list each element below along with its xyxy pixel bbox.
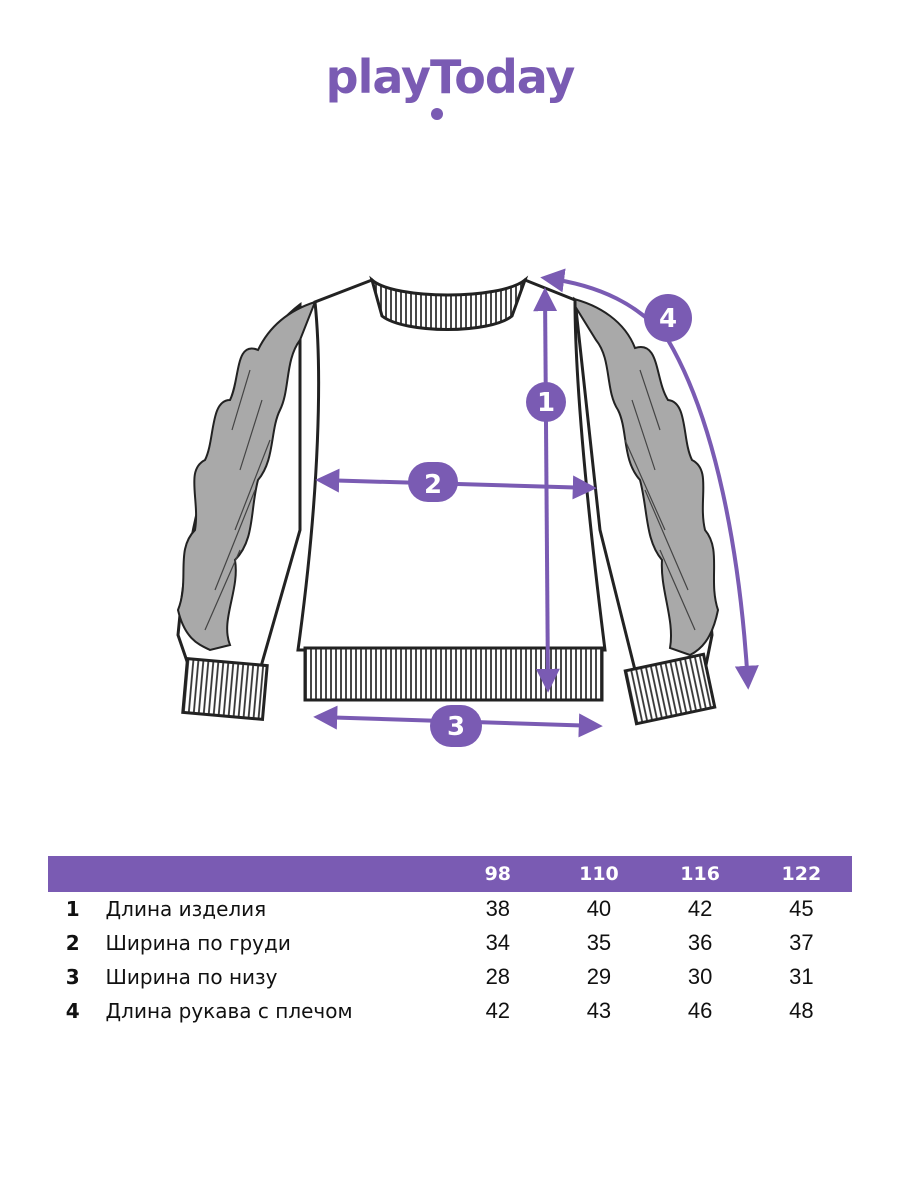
row-value: 31 xyxy=(789,964,814,989)
row-value: 45 xyxy=(789,896,814,921)
marker-4: 4 xyxy=(644,294,692,342)
marker-3: 3 xyxy=(430,705,482,747)
row-value: 38 xyxy=(485,896,511,921)
row-value: 43 xyxy=(586,998,612,1023)
brand-logo-dot xyxy=(431,108,443,120)
row-index: 1 xyxy=(65,897,80,921)
marker-1: 1 xyxy=(526,382,566,422)
sweatshirt-body xyxy=(296,275,607,702)
row-value: 36 xyxy=(687,930,713,955)
brand-logo-text: playToday xyxy=(325,50,576,104)
row-label: Ширина по груди xyxy=(105,931,291,955)
left-sleeve xyxy=(176,300,317,722)
row-value: 46 xyxy=(687,998,713,1023)
row-value: 29 xyxy=(586,964,612,989)
row-value: 37 xyxy=(789,930,814,955)
header-blank-index xyxy=(48,856,98,892)
row-value: 42 xyxy=(687,896,713,921)
size-header: 122 xyxy=(750,856,852,892)
size-header: 116 xyxy=(649,856,751,892)
marker-2: 2 xyxy=(408,462,458,502)
row-value: 28 xyxy=(485,964,511,989)
row-index: 2 xyxy=(65,931,80,955)
brand-logo: playToday xyxy=(0,50,900,104)
table-row: 2 Ширина по груди 34 35 36 37 xyxy=(48,926,852,960)
row-value: 40 xyxy=(586,896,612,921)
row-value: 42 xyxy=(485,998,511,1023)
size-chart-table: 98 110 116 122 1 Длина изделия 38 40 42 … xyxy=(48,856,852,1028)
header-blank-label xyxy=(97,856,448,892)
marker-3-label: 3 xyxy=(447,712,465,742)
table-row: 4 Длина рукава с плечом 42 43 46 48 xyxy=(48,994,852,1028)
row-index: 4 xyxy=(65,999,80,1023)
sweatshirt-diagram: 1 2 3 4 xyxy=(176,268,759,747)
row-value: 30 xyxy=(687,964,713,989)
marker-4-label: 4 xyxy=(659,304,677,334)
row-value: 35 xyxy=(586,930,612,955)
table-row: 1 Длина изделия 38 40 42 45 xyxy=(48,892,852,926)
size-header-row: 98 110 116 122 xyxy=(48,856,852,892)
marker-1-label: 1 xyxy=(537,388,555,418)
table-row: 3 Ширина по низу 28 29 30 31 xyxy=(48,960,852,994)
size-header: 98 xyxy=(447,856,549,892)
row-label: Длина изделия xyxy=(105,897,267,921)
row-index: 3 xyxy=(65,965,80,989)
row-label: Длина рукава с плечом xyxy=(105,999,353,1023)
row-label: Ширина по низу xyxy=(105,965,278,989)
row-value: 48 xyxy=(789,998,814,1023)
size-header: 110 xyxy=(548,856,650,892)
marker-2-label: 2 xyxy=(424,470,442,500)
row-value: 34 xyxy=(485,930,511,955)
